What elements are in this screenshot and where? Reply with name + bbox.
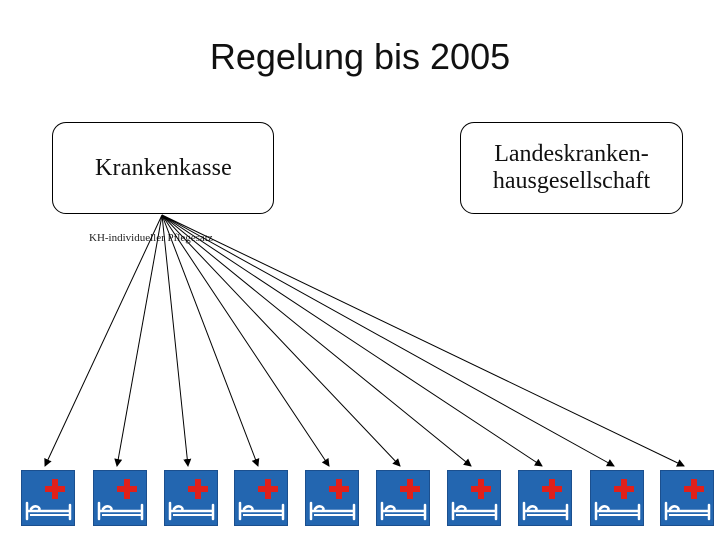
hospital-tile: [376, 470, 430, 526]
arrow-to-hospital: [161, 214, 543, 467]
hospital-bed-icon: [380, 479, 427, 521]
landeskrankenhausgesellschaft-label: Landeskranken- hausgesellschaft: [461, 141, 682, 195]
hospital-tile: [234, 470, 288, 526]
arrow-to-hospital: [44, 214, 163, 467]
hospital-tile: [93, 470, 147, 526]
label-line-1: Landeskranken-: [494, 141, 649, 167]
landeskrankenhausgesellschaft-box: Landeskranken- hausgesellschaft: [460, 122, 683, 214]
hospital-bed-icon: [664, 479, 711, 521]
arrow-to-hospital: [161, 214, 472, 467]
arrow-to-hospital: [161, 214, 401, 467]
hospital-tile: [590, 470, 644, 526]
arrow-to-hospital: [161, 214, 260, 467]
slide-title: Regelung bis 2005: [209, 36, 511, 77]
arrow-to-hospital: [161, 214, 615, 467]
hospital-bed-icon: [451, 479, 498, 521]
hospital-bed-icon: [522, 479, 569, 521]
hospital-tile: [518, 470, 572, 526]
hospital-bed-icon: [97, 479, 144, 521]
hospital-tile: [447, 470, 501, 526]
hospital-tile: [21, 470, 75, 526]
hospital-bed-icon: [238, 479, 285, 521]
hospital-tile: [164, 470, 218, 526]
arrow-to-hospital: [161, 214, 330, 467]
arrow-to-hospital: [161, 214, 192, 467]
hospital-tile: [305, 470, 359, 526]
hospital-bed-icon: [168, 479, 215, 521]
krankenkasse-box: Krankenkasse: [52, 122, 274, 214]
hospital-tile: [660, 470, 714, 526]
hospital-bed-icon: [309, 479, 356, 521]
krankenkasse-label: Krankenkasse: [95, 155, 233, 181]
arrow-to-hospital: [114, 214, 163, 467]
arrow-to-hospital: [161, 214, 685, 467]
label-line-2: hausgesellschaft: [492, 168, 651, 194]
hospital-bed-icon: [25, 479, 72, 521]
hospital-bed-icon: [594, 479, 641, 521]
